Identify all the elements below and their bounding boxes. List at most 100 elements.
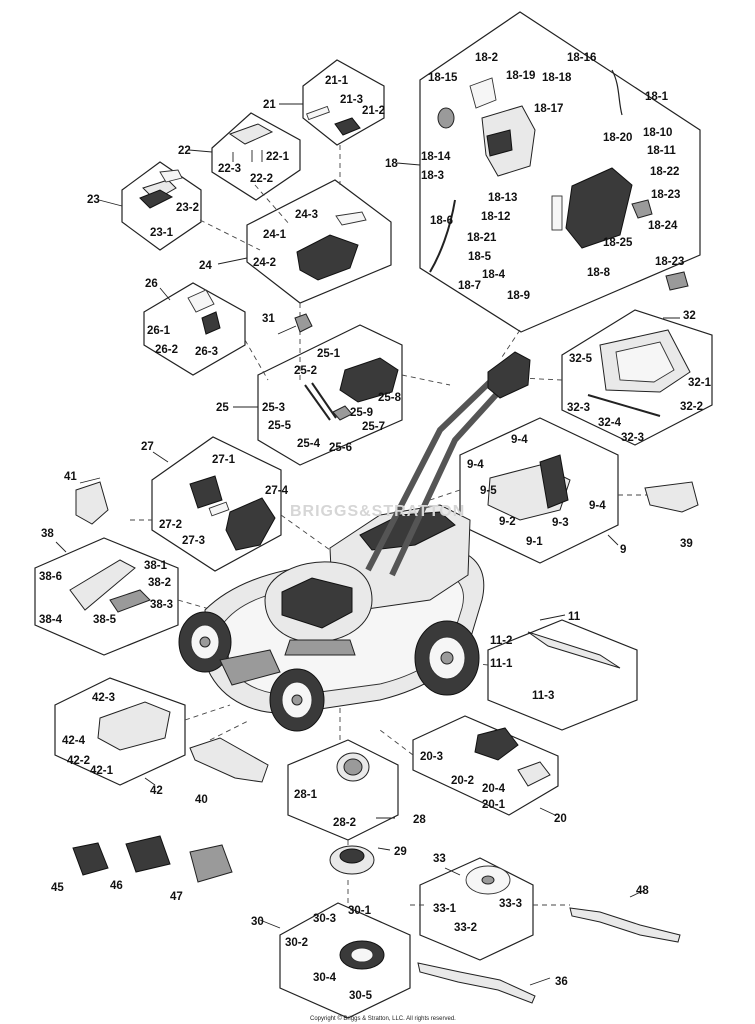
label-21: 21 [263, 99, 276, 111]
label-32-1: 32-1 [688, 377, 712, 389]
label-38: 38 [41, 528, 54, 540]
label-28-1: 28-1 [294, 789, 318, 801]
label-18-14: 18-14 [421, 151, 451, 163]
label-31: 31 [262, 313, 275, 325]
box-27 [151, 436, 282, 572]
label-27: 27 [141, 441, 154, 453]
label-26-1: 26-1 [147, 325, 171, 337]
label-18-15: 18-15 [428, 72, 458, 84]
label-32-3b: 32-3 [621, 432, 644, 444]
label-25-3: 25-3 [262, 402, 285, 414]
label-25-8: 25-8 [378, 392, 402, 404]
blade-36 [417, 962, 536, 1004]
label-20-1: 20-1 [482, 799, 506, 811]
label-20: 20 [554, 813, 567, 825]
label-25-7: 25-7 [362, 421, 385, 433]
label-42-3: 42-3 [92, 692, 115, 704]
label-9-4a: 9-4 [511, 434, 528, 446]
label-21-2: 21-2 [362, 105, 385, 117]
box-26 [143, 282, 246, 376]
label-30-3: 30-3 [313, 913, 336, 925]
label-32-4: 32-4 [598, 417, 622, 429]
part-18-housing [565, 167, 633, 249]
label-25-6: 25-6 [329, 442, 352, 454]
label-11-3: 11-3 [532, 690, 554, 702]
part-39-flap [644, 481, 699, 513]
label-23-2: 23-2 [176, 202, 199, 214]
label-20-4: 20-4 [482, 783, 506, 795]
label-29: 29 [394, 846, 407, 858]
label-38-4: 38-4 [39, 614, 63, 626]
battery-46 [125, 835, 171, 873]
label-20-3: 20-3 [420, 751, 443, 763]
label-24-3: 24-3 [295, 209, 318, 221]
label-30-1: 30-1 [348, 905, 372, 917]
label-18-10: 18-10 [643, 127, 672, 139]
label-18-24: 18-24 [648, 220, 678, 232]
battery-cover [281, 577, 353, 629]
label-22-3: 22-3 [218, 163, 241, 175]
label-25-4: 25-4 [297, 438, 321, 450]
label-18-18: 18-18 [542, 72, 572, 84]
label-18-23a: 18-23 [651, 189, 680, 201]
label-18-16: 18-16 [567, 52, 596, 64]
label-42-4: 42-4 [62, 735, 86, 747]
label-18-11: 18-11 [647, 145, 676, 157]
label-41: 41 [64, 471, 77, 483]
label-18-2: 18-2 [475, 52, 498, 64]
box-33 [419, 857, 534, 961]
label-38-3: 38-3 [150, 599, 173, 611]
label-18-5: 18-5 [468, 251, 492, 263]
label-18-12: 18-12 [481, 211, 510, 223]
leader-lines [55, 103, 680, 986]
label-38-1: 38-1 [144, 560, 168, 572]
copyright: Copyright © Briggs & Stratton, LLC. All … [310, 1015, 456, 1022]
label-9-5: 9-5 [480, 485, 497, 497]
part-25-module [339, 357, 399, 403]
box-18 [419, 11, 701, 333]
label-18-6: 18-6 [430, 215, 453, 227]
label-9-4c: 9-4 [589, 500, 606, 512]
label-18-19: 18-19 [506, 70, 535, 82]
label-18-21: 18-21 [467, 232, 497, 244]
label-28: 28 [413, 814, 426, 826]
label-18-1: 18-1 [645, 91, 669, 103]
box-11 [487, 619, 638, 731]
label-25-2: 25-2 [294, 365, 317, 377]
part-38-handle [69, 559, 136, 611]
part-20-box [474, 727, 519, 761]
label-32-5: 32-5 [569, 353, 593, 365]
handle-left [365, 377, 495, 572]
label-33-2: 33-2 [454, 922, 477, 934]
label-27-3: 27-3 [182, 535, 205, 547]
label-33-1: 33-1 [433, 903, 457, 915]
label-9: 9 [620, 544, 626, 556]
label-11-1: 11-1 [490, 658, 513, 670]
label-33-3: 33-3 [499, 898, 522, 910]
handle-right [389, 382, 508, 577]
box-23 [121, 161, 202, 251]
part-40-base [189, 737, 269, 783]
label-42-2: 42-2 [67, 755, 90, 767]
motor-fins [284, 639, 356, 656]
label-28-2: 28-2 [333, 817, 356, 829]
label-25-1: 25-1 [317, 348, 341, 360]
box-42 [54, 677, 186, 786]
front-left-wheel [178, 611, 232, 673]
label-30-4: 30-4 [313, 972, 337, 984]
label-30-5: 30-5 [349, 990, 373, 1002]
box-24 [246, 179, 392, 304]
label-32: 32 [683, 310, 696, 322]
box-25 [257, 324, 403, 466]
battery-45 [72, 842, 109, 876]
label-27-1: 27-1 [212, 454, 236, 466]
label-18-25: 18-25 [603, 237, 633, 249]
blade-48 [569, 907, 681, 943]
label-26: 26 [145, 278, 158, 290]
part-27-box [225, 497, 276, 551]
label-22: 22 [178, 145, 191, 157]
label-11-2: 11-2 [490, 635, 512, 647]
label-18-3: 18-3 [421, 170, 444, 182]
label-42-1: 42-1 [90, 765, 114, 777]
